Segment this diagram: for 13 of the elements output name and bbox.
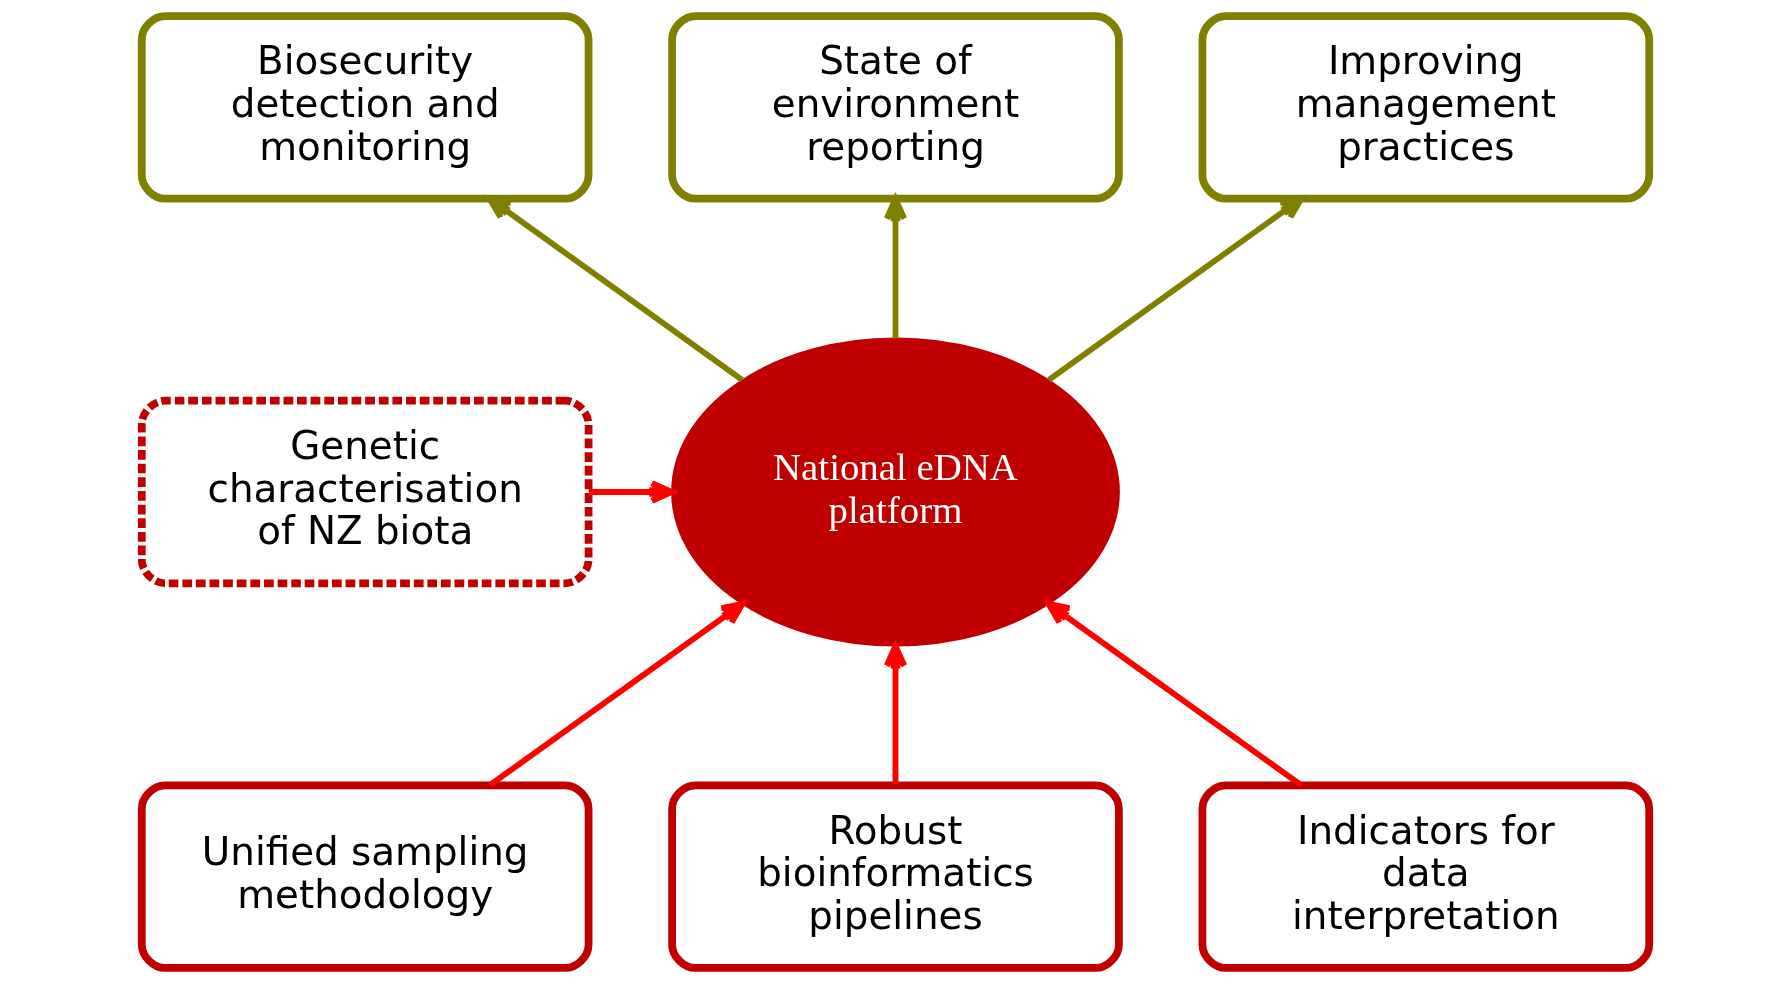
arrow: [1045, 600, 1303, 788]
arrow: [488, 600, 746, 788]
node-ellipse: National eDNA platform: [671, 337, 1120, 647]
arrow: [1047, 195, 1305, 383]
node-box: Unified sampling methodology: [137, 781, 593, 972]
arrow: [486, 195, 744, 383]
node-box: Indicators for data interpretation: [1198, 781, 1654, 972]
node-box: Improving management practices: [1198, 12, 1654, 203]
node-box: Robust bioinformatics pipelines: [668, 781, 1123, 972]
arrow: [588, 480, 675, 504]
node-box: State of environment reporting: [668, 12, 1123, 203]
node-box: Genetic characterisation of NZ biota: [137, 396, 593, 588]
node-box: Biosecurity detection and monitoring: [137, 12, 593, 203]
